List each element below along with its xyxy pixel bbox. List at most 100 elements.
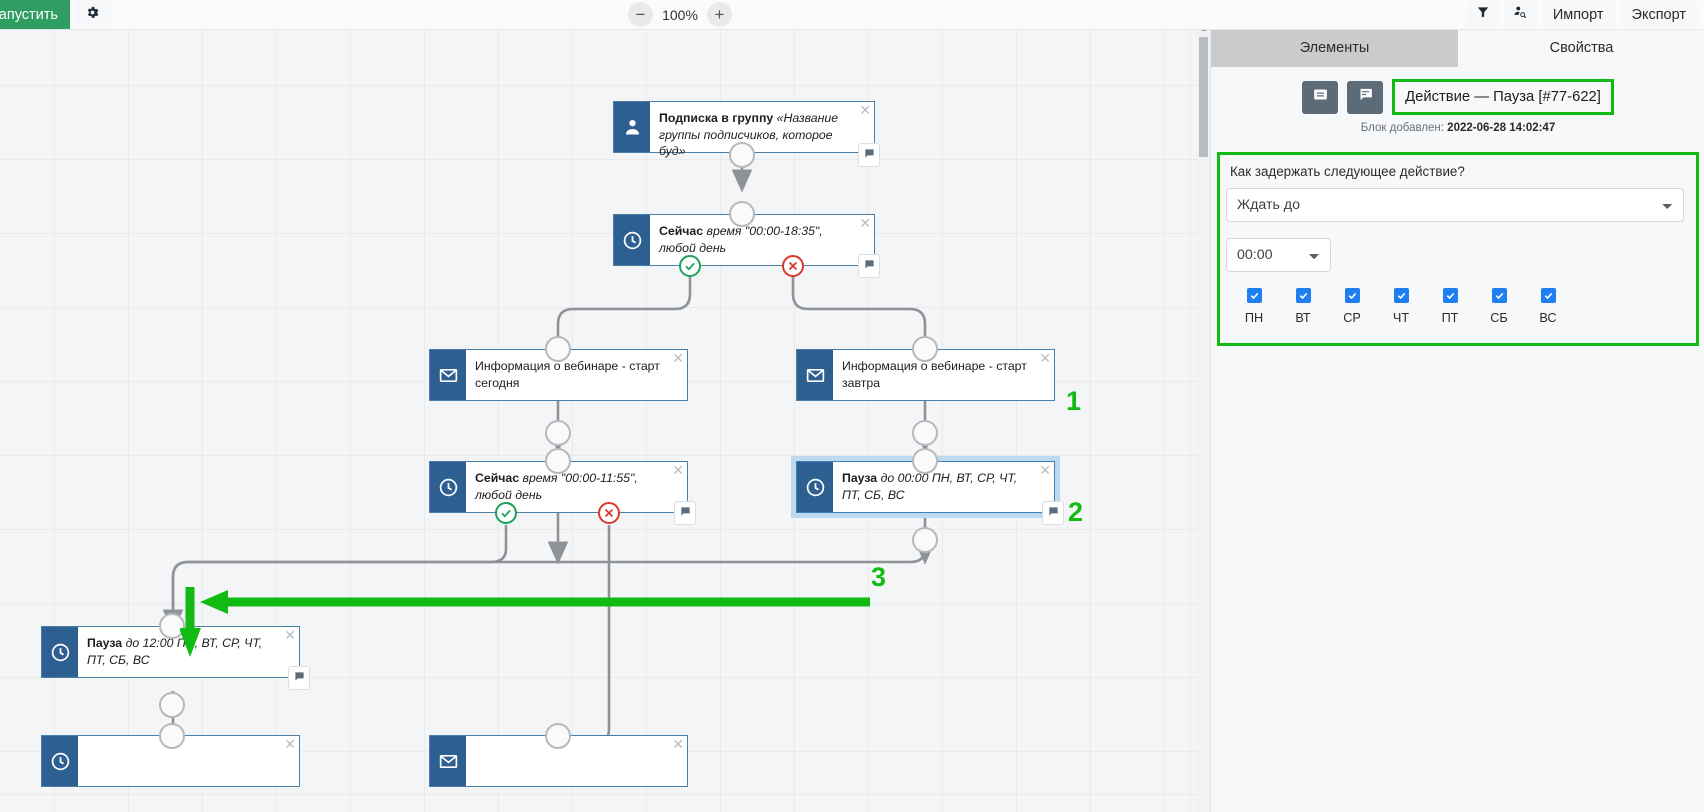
- node-close-icon[interactable]: ✕: [284, 627, 296, 643]
- import-button[interactable]: Импорт: [1540, 1, 1616, 28]
- flow-node-text: Сейчас время "00:00-11:55", любой день: [466, 462, 687, 512]
- scrollbar-thumb[interactable]: [1199, 37, 1208, 157]
- node-plain-text: Информация о вебинаре - старт завтра: [842, 359, 1027, 390]
- gear-icon: [85, 5, 100, 25]
- node-close-icon[interactable]: ✕: [859, 215, 871, 231]
- annotation-number-2: 2: [1068, 497, 1084, 527]
- weekday-item-fri: ПТ: [1430, 288, 1470, 325]
- canvas-vertical-scrollbar[interactable]: ▲: [1197, 23, 1210, 812]
- weekday-label-thu: ЧТ: [1392, 311, 1410, 325]
- clock-icon: [42, 736, 78, 786]
- export-button[interactable]: Экспорт: [1619, 1, 1698, 28]
- comment-button[interactable]: [1347, 80, 1384, 114]
- run-button[interactable]: Запустить: [0, 0, 70, 29]
- weekday-checkbox-tue[interactable]: [1295, 288, 1311, 303]
- user-icon: [614, 102, 650, 152]
- node-port[interactable]: [159, 723, 185, 749]
- clock-icon: [430, 462, 466, 512]
- envelope-icon: [430, 350, 466, 400]
- annotation-number-3: 3: [871, 562, 887, 592]
- comment-icon: [864, 257, 875, 275]
- envelope-icon: [430, 736, 466, 786]
- comment-icon: [1357, 86, 1374, 108]
- zoom-out-button[interactable]: −: [628, 2, 653, 27]
- flow-canvas[interactable]: Подписка в группу «Название группы подпи…: [0, 29, 1210, 812]
- node-close-icon[interactable]: ✕: [1039, 350, 1051, 366]
- text-block-button[interactable]: [1302, 80, 1339, 114]
- node-fail-port[interactable]: [598, 502, 620, 524]
- top-toolbar: Запустить − 100% + Импорт Экспо: [0, 0, 1704, 30]
- annotation-number-1: 1: [1066, 386, 1082, 416]
- node-success-port[interactable]: [679, 255, 701, 277]
- weekday-item-mon: ПН: [1234, 288, 1274, 325]
- flow-node-text: Информация о вебинаре - старт завтра: [833, 350, 1054, 400]
- node-close-icon[interactable]: ✕: [672, 350, 684, 366]
- delay-settings-group: Как задержать следующее действие? Ждать …: [1217, 152, 1699, 346]
- flow-node-text: Сейчас время "00:00-18:35", любой день: [650, 215, 874, 265]
- node-close-icon[interactable]: ✕: [672, 736, 684, 752]
- node-port[interactable]: [912, 448, 938, 474]
- flow-node-subscription[interactable]: Подписка в группу «Название группы подпи…: [613, 101, 875, 158]
- weekday-checkbox-sat[interactable]: [1491, 288, 1507, 303]
- filter-button[interactable]: [1466, 1, 1500, 28]
- block-header-row: Действие — Пауза [#77-622]: [1211, 79, 1704, 115]
- node-port[interactable]: [912, 336, 938, 362]
- node-close-icon[interactable]: ✕: [859, 102, 871, 118]
- node-port[interactable]: [912, 527, 938, 553]
- user-search-button[interactable]: [1503, 1, 1537, 28]
- zoom-out-label: −: [635, 4, 646, 24]
- node-note-button[interactable]: [288, 666, 310, 690]
- node-italic-text: время "00:00-18:35", любой день: [659, 224, 823, 255]
- tab-properties[interactable]: Свойства: [1458, 29, 1704, 67]
- flow-node-text: [78, 736, 299, 786]
- weekday-label-sun: ВС: [1539, 311, 1557, 325]
- delay-question-label: Как задержать следующее действие?: [1230, 164, 1469, 179]
- top-right-actions: Импорт Экспорт: [1466, 0, 1698, 29]
- panel-tabs: Элементы Свойства: [1211, 29, 1704, 67]
- node-italic-text: до 00:00 ПН, ВТ, СР, ЧТ, ПТ, СБ, ВС: [842, 471, 1018, 502]
- weekday-checkbox-mon[interactable]: [1246, 288, 1262, 303]
- import-label: Импорт: [1552, 6, 1604, 23]
- weekday-checkbox-wed[interactable]: [1344, 288, 1360, 303]
- export-label: Экспорт: [1631, 6, 1686, 23]
- zoom-in-button[interactable]: +: [707, 2, 732, 27]
- zoom-in-label: +: [714, 4, 725, 24]
- flow-node-text: Информация о вебинаре - старт сегодня: [466, 350, 687, 400]
- weekday-checkbox-thu[interactable]: [1393, 288, 1409, 303]
- node-close-icon[interactable]: ✕: [672, 462, 684, 478]
- weekday-checkbox-sun[interactable]: [1540, 288, 1556, 303]
- node-port[interactable]: [545, 336, 571, 362]
- weekday-label-wed: СР: [1343, 311, 1361, 325]
- node-note-button[interactable]: [674, 501, 696, 525]
- node-success-port[interactable]: [495, 502, 517, 524]
- node-port[interactable]: [545, 448, 571, 474]
- node-port[interactable]: [729, 142, 755, 168]
- node-port[interactable]: [545, 723, 571, 749]
- delay-time-select[interactable]: 00:00: [1226, 238, 1331, 272]
- flow-node-bottom-left-partial[interactable]: ✕: [41, 735, 300, 787]
- weekday-label-tue: ВТ: [1295, 311, 1311, 325]
- node-port[interactable]: [729, 201, 755, 227]
- node-note-button[interactable]: [858, 143, 880, 167]
- filter-icon: [1476, 5, 1490, 24]
- node-port[interactable]: [545, 420, 571, 446]
- zoom-level: 100%: [662, 6, 698, 23]
- delay-mode-select[interactable]: Ждать до: [1226, 188, 1684, 222]
- node-close-icon[interactable]: ✕: [1039, 462, 1051, 478]
- node-note-button[interactable]: [858, 254, 880, 278]
- node-plain-text: Информация о вебинаре - старт сегодня: [475, 359, 660, 390]
- node-close-icon[interactable]: ✕: [284, 736, 296, 752]
- weekday-checkbox-fri[interactable]: [1442, 288, 1458, 303]
- comment-icon: [1048, 504, 1059, 522]
- node-fail-port[interactable]: [782, 255, 804, 277]
- tab-elements[interactable]: Элементы: [1211, 29, 1458, 67]
- node-italic-text: время "00:00-11:55", любой день: [475, 471, 638, 502]
- node-note-button[interactable]: [1042, 501, 1064, 525]
- text-block-icon: [1312, 86, 1329, 108]
- flow-node-text: Пауза до 12:00 ПН, ВТ, СР, ЧТ, ПТ, СБ, В…: [78, 627, 299, 677]
- node-port[interactable]: [159, 692, 185, 718]
- flow-node-webinar-today[interactable]: Информация о вебинаре - старт сегодня ✕: [429, 349, 688, 401]
- settings-button[interactable]: [74, 0, 111, 29]
- node-port[interactable]: [912, 420, 938, 446]
